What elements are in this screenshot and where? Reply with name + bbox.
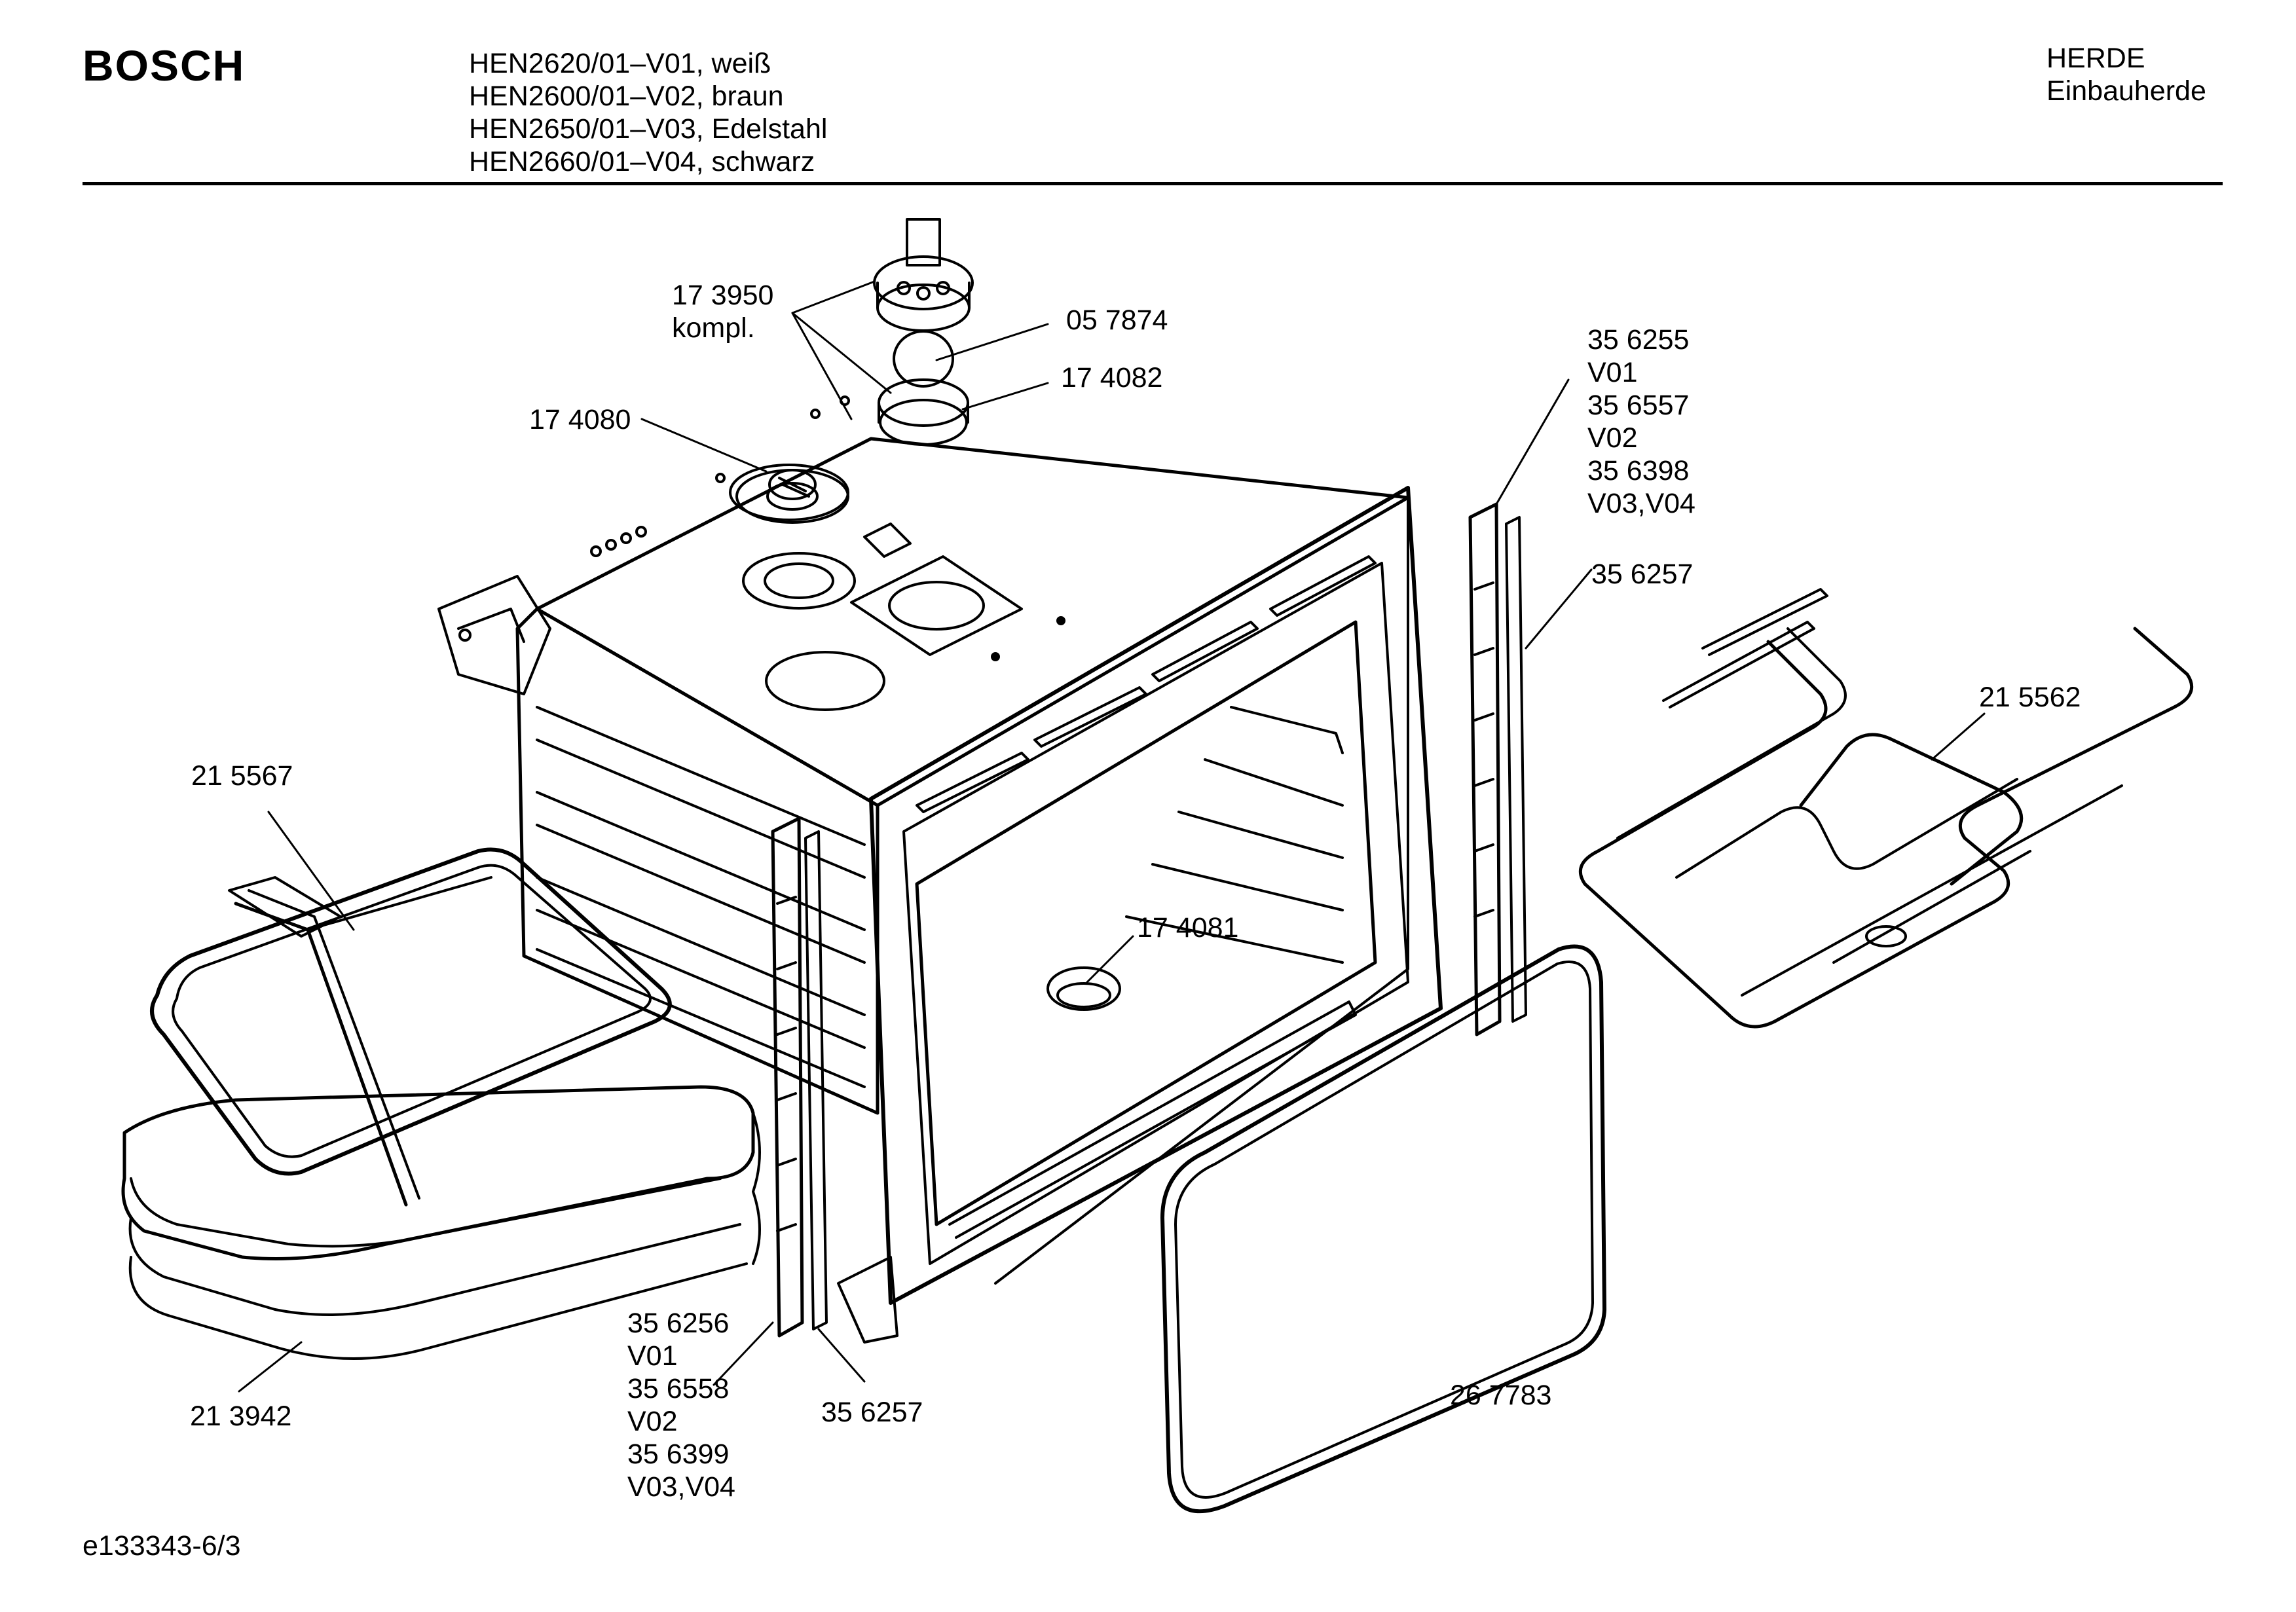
category-title: HERDE [2046,43,2145,74]
oven-light-glass [1046,966,1121,1011]
part-label-356257-bottom: 35 6257 [821,1397,923,1428]
lower-heating-element [150,847,672,1207]
part-label-356255-variant: V01 [1587,357,1638,388]
part-label-215562: 21 5562 [1979,682,2081,713]
part-label-173950-note: kompl. [672,312,755,344]
lamp-socket-plate [729,464,849,521]
category-subtitle: Einbauherde [2046,75,2206,107]
brand-logo: BOSCH [83,41,246,90]
part-label-356399-variant: V03,V04 [627,1471,735,1503]
leader-lines [238,280,1986,1393]
model-line-1: HEN2620/01–V01, weiß [469,48,771,79]
part-label-356255: 35 6255 [1587,324,1690,356]
side-rail-left [771,816,828,1338]
part-label-057874: 05 7874 [1066,304,1168,336]
lamp-assembly [873,218,974,446]
model-line-4: HEN2660/01–V04, schwarz [469,146,815,177]
model-line-2: HEN2600/01–V02, braun [469,81,784,112]
side-rail-right [1468,502,1527,1036]
part-label-356557-variant: V02 [1587,422,1638,454]
part-label-174080: 17 4080 [529,404,631,435]
part-label-215567: 21 5567 [191,760,293,792]
door-seal [1160,944,1606,1514]
upper-heating-element [1578,588,2194,1029]
part-label-356257-top: 35 6257 [1591,559,1694,590]
part-label-356256-variant: V01 [627,1340,678,1372]
part-label-356398-variant: V03,V04 [1587,488,1695,519]
part-label-356398: 35 6398 [1587,455,1690,486]
part-label-174081: 17 4081 [1137,912,1239,943]
part-label-173950: 17 3950 [672,280,774,311]
header-divider [83,182,2223,185]
drawing-id: e133343-6/3 [83,1530,241,1562]
front-frame [837,486,1443,1344]
model-line-3: HEN2650/01–V03, Edelstahl [469,113,828,145]
part-label-267783: 26 7783 [1450,1380,1552,1411]
part-label-356399: 35 6399 [627,1438,730,1470]
part-label-356557: 35 6557 [1587,390,1690,421]
part-label-356558-variant: V02 [627,1406,678,1437]
part-label-356256: 35 6256 [627,1308,730,1339]
part-label-356558: 35 6558 [627,1373,730,1404]
part-label-174082: 17 4082 [1061,362,1163,394]
part-label-213942: 21 3942 [190,1401,292,1432]
insulation-mat [121,1085,761,1360]
